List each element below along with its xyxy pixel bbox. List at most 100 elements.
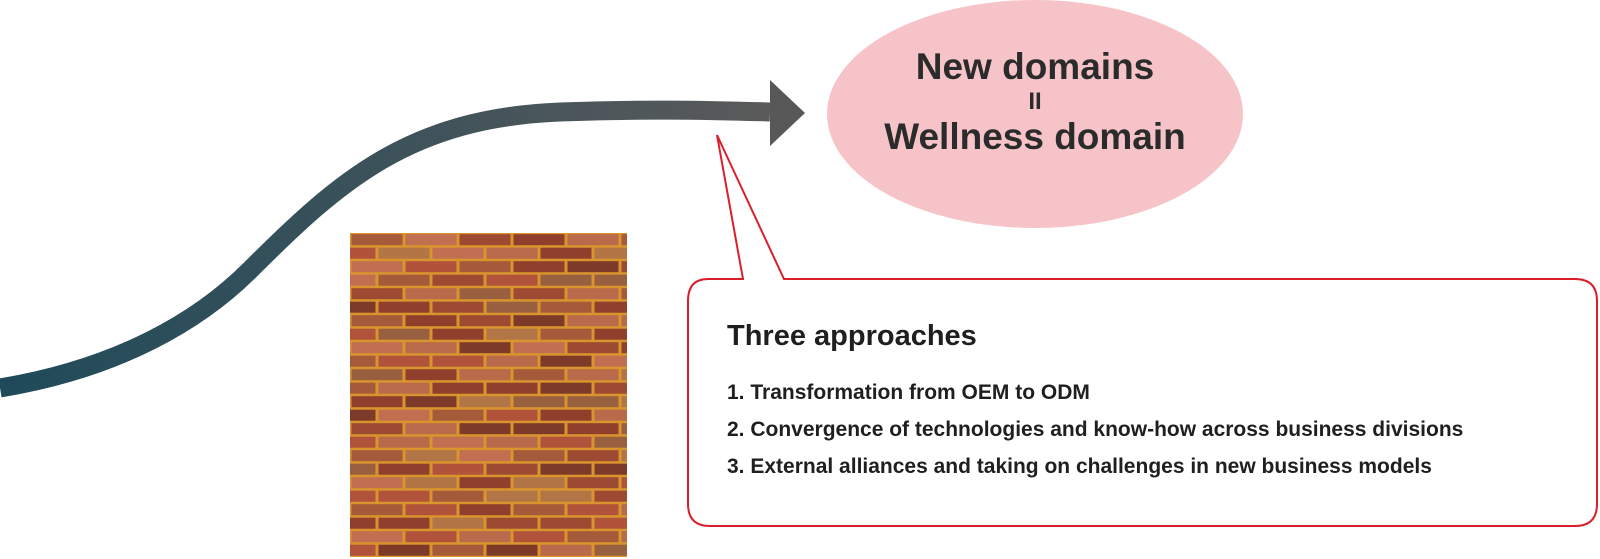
- brick: [486, 409, 538, 421]
- brick: [594, 274, 627, 286]
- brick: [459, 369, 511, 381]
- brick: [621, 288, 627, 300]
- brick: [405, 396, 457, 408]
- brick: [513, 342, 565, 354]
- brick: [486, 544, 538, 556]
- brick: [621, 369, 627, 381]
- brick: [378, 301, 430, 313]
- brick: [513, 477, 565, 489]
- brick: [567, 396, 619, 408]
- brick: [378, 355, 430, 367]
- brick: [432, 409, 484, 421]
- brick: [432, 436, 484, 448]
- brick: [432, 328, 484, 340]
- brick: [513, 423, 565, 435]
- brick: [432, 274, 484, 286]
- brick: [540, 490, 592, 502]
- callout-box: [687, 134, 1598, 527]
- brick: [540, 517, 592, 529]
- brick: [350, 328, 376, 340]
- brick: [567, 477, 619, 489]
- brick: [594, 544, 627, 556]
- brick: [378, 463, 430, 475]
- brick: [513, 315, 565, 327]
- brick: [594, 247, 627, 259]
- brick: [621, 396, 627, 408]
- new-domains-ellipse: [827, 0, 1243, 228]
- brick: [432, 301, 484, 313]
- brick: [378, 436, 430, 448]
- brick: [351, 234, 403, 246]
- brick: [567, 342, 619, 354]
- brick: [513, 369, 565, 381]
- brick: [351, 342, 403, 354]
- brick: [378, 247, 430, 259]
- brick: [513, 450, 565, 462]
- brick: [486, 301, 538, 313]
- brick: [432, 247, 484, 259]
- brick: [513, 531, 565, 543]
- brick: [432, 355, 484, 367]
- brick: [459, 261, 511, 273]
- brick: [540, 382, 592, 394]
- approach-item-1: 1. Transformation from OEM to ODM: [727, 381, 1090, 404]
- brick: [486, 490, 538, 502]
- brick: [432, 517, 484, 529]
- brick: [621, 315, 627, 327]
- brick: [350, 382, 376, 394]
- approach-item-3: 3. External alliances and taking on chal…: [727, 455, 1432, 478]
- brick: [405, 234, 457, 246]
- brick: [621, 261, 627, 273]
- brick: [486, 463, 538, 475]
- brick: [405, 315, 457, 327]
- brick: [540, 544, 592, 556]
- callout-title: Three approaches: [727, 320, 977, 352]
- brick: [350, 490, 376, 502]
- brick: [540, 274, 592, 286]
- brick: [459, 450, 511, 462]
- brick: [459, 396, 511, 408]
- wellness-domain-label: Wellness domain: [884, 116, 1186, 157]
- brick: [594, 409, 627, 421]
- new-domains-label: New domains: [915, 46, 1155, 87]
- brick: [621, 504, 627, 516]
- brick-wall: [350, 233, 627, 557]
- growth-arrow-shaft: [0, 100, 771, 398]
- brick: [459, 531, 511, 543]
- ellipse-label: New domains II Wellness domain: [830, 45, 1240, 159]
- brick: [432, 463, 484, 475]
- brick: [378, 517, 430, 529]
- brick: [459, 477, 511, 489]
- brick: [432, 382, 484, 394]
- brick: [350, 301, 376, 313]
- brick: [351, 261, 403, 273]
- brick: [432, 490, 484, 502]
- callout-content: Three approaches 1. Transformation from …: [727, 318, 1587, 485]
- brick: [351, 288, 403, 300]
- brick: [378, 328, 430, 340]
- brick: [351, 369, 403, 381]
- brick: [405, 288, 457, 300]
- brick: [405, 342, 457, 354]
- brick: [540, 328, 592, 340]
- brick: [621, 423, 627, 435]
- brick: [594, 436, 627, 448]
- brick: [405, 504, 457, 516]
- brick: [378, 409, 430, 421]
- brick-wall-mortar: [350, 233, 627, 557]
- brick: [405, 477, 457, 489]
- brick: [486, 436, 538, 448]
- brick: [486, 274, 538, 286]
- brick: [486, 247, 538, 259]
- brick: [378, 544, 430, 556]
- brick: [567, 261, 619, 273]
- brick: [350, 517, 376, 529]
- brick: [378, 382, 430, 394]
- brick: [351, 531, 403, 543]
- brick: [486, 355, 538, 367]
- brick: [513, 288, 565, 300]
- brick: [513, 504, 565, 516]
- brick: [432, 544, 484, 556]
- brick: [350, 544, 376, 556]
